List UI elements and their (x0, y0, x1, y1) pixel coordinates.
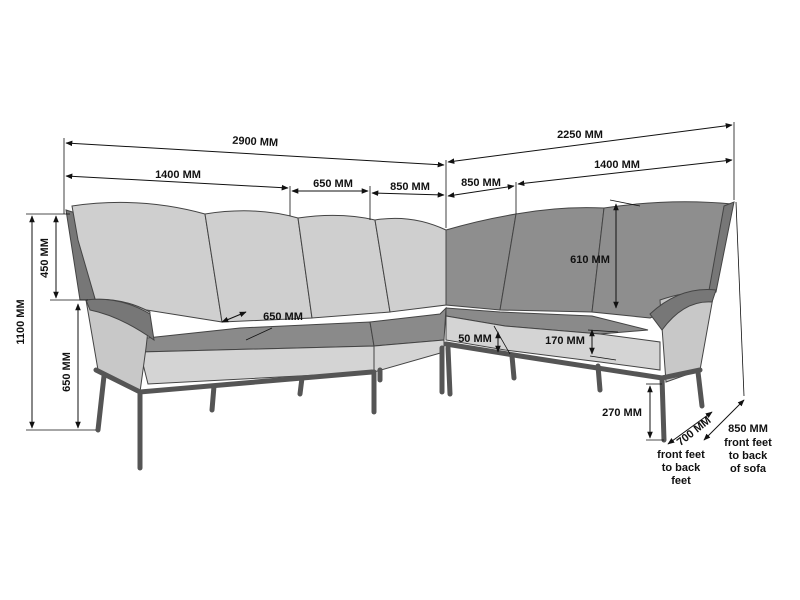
note-sofa-depth-line1: front feet (724, 437, 772, 449)
leg-right-mid (595, 363, 603, 393)
dim-line-seat-depth (221, 311, 247, 323)
note-feet-depth-line2: to back (662, 462, 701, 474)
left-arm-top (85, 298, 155, 342)
label-back-cushion-height: 450 MM (39, 238, 51, 278)
label-right-section-width: 1400 MM (594, 159, 640, 171)
leg-right-back (509, 353, 517, 381)
back-cushion-left-3 (297, 214, 391, 319)
label-feet-depth: 700 MM (675, 415, 714, 449)
note-feet-depth-line3: feet (671, 475, 691, 487)
note-feet-depth-line1: front feet (657, 449, 705, 461)
label-total-height: 1100 MM (15, 299, 27, 344)
label-corner-right-width: 850 MM (461, 177, 501, 189)
label-corner-width: 850 MM (390, 181, 430, 193)
right-frame-rail (443, 341, 703, 381)
label-seat-depth: 650 MM (263, 311, 303, 323)
label-back-cushion-right: 610 MM (570, 254, 610, 266)
dim-line-total-right (447, 123, 733, 164)
label-total-width-left: 2900 MM (232, 135, 278, 149)
right-back-frame (707, 201, 735, 297)
dimension-labels: 2900 MM 2250 MM 1400 MM 650 MM 850 MM 85… (15, 129, 772, 487)
label-leg-height: 270 MM (602, 407, 642, 419)
note-sofa-depth-line3: of sofa (730, 463, 767, 475)
corner-seat-top (369, 306, 447, 347)
leg-mid-left (209, 383, 217, 413)
corner-seat-front (373, 339, 445, 373)
label-seat-thickness: 170 MM (545, 335, 585, 347)
leg-front-left (95, 373, 107, 433)
dim-line-corner (371, 190, 445, 198)
dimension-lines (26, 122, 745, 445)
dim-line-corner-right (447, 184, 515, 198)
right-seat-front (445, 315, 661, 371)
leg-corner-right (445, 345, 453, 397)
label-corner-left-width: 650 MM (313, 178, 353, 190)
dim-line-sofa-depth (703, 399, 745, 441)
leg-front-right-2 (695, 369, 705, 409)
note-sofa-depth-line2: to back (729, 450, 768, 462)
corner-sofa-illustration (65, 201, 735, 471)
dim-line-total-left (65, 140, 445, 168)
back-cushion-left-2 (204, 210, 313, 323)
left-seat-front (139, 345, 375, 385)
sofa-legs (95, 345, 705, 471)
leg-mid (297, 375, 305, 397)
leg-front-right (659, 375, 667, 443)
label-seat-height: 650 MM (61, 352, 73, 392)
right-arm-top (649, 289, 717, 331)
label-sofa-depth: 850 MM (728, 423, 768, 435)
label-total-width-right: 2250 MM (557, 129, 603, 141)
label-gap: 50 MM (458, 333, 492, 345)
dim-line-right-section (517, 157, 733, 187)
label-left-section-width: 1400 MM (155, 169, 201, 181)
dim-line-left-section (65, 173, 289, 191)
